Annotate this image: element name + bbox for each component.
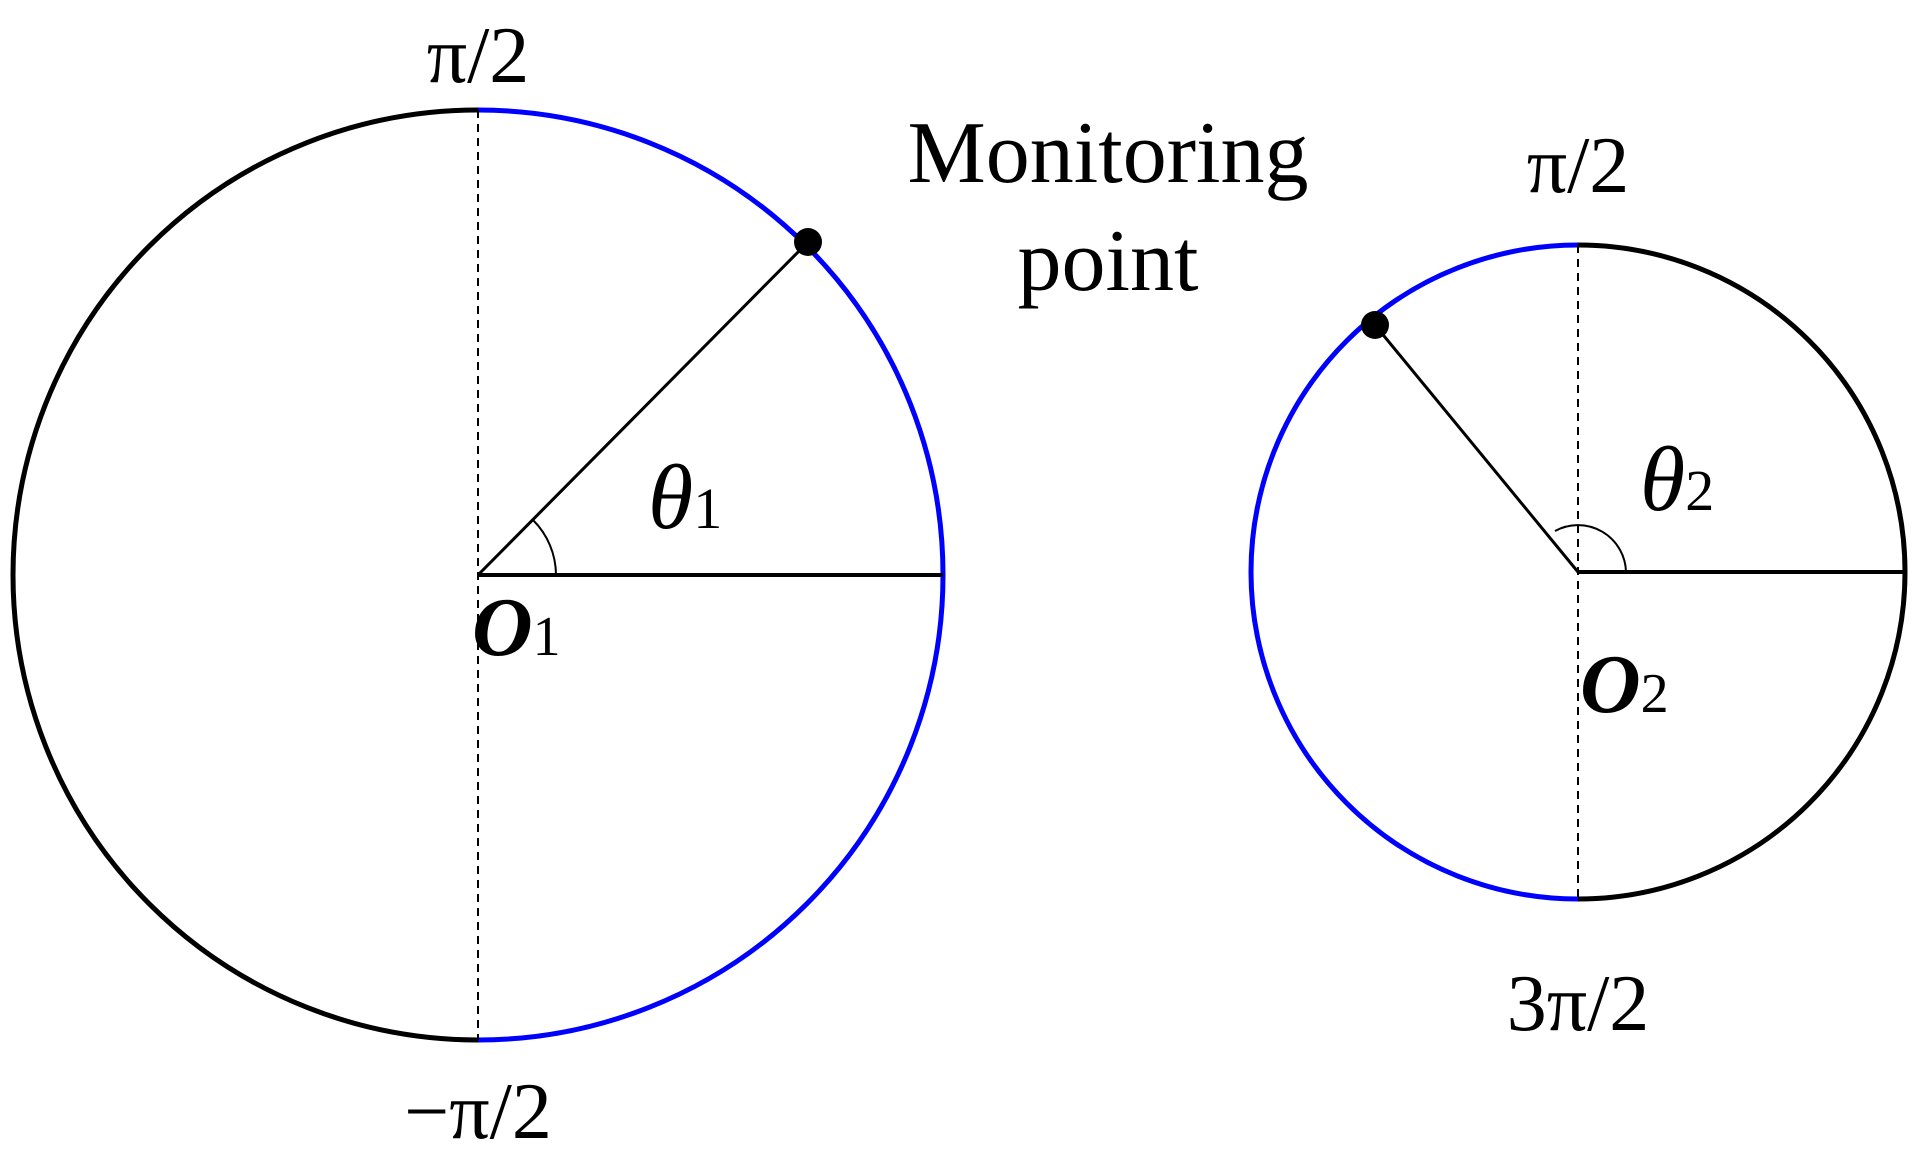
circle-2-top-label: π/2: [1527, 122, 1630, 210]
circle-1-group: π/2 −π/2 θ1 O1: [10, 12, 946, 1156]
circle-2-center-symbol: O: [1580, 638, 1641, 731]
circle-2-monitoring-radius: [1373, 324, 1580, 573]
circle-2-angle-label: θ2: [1640, 428, 1714, 530]
circle-1-monitoring-point: [794, 228, 822, 256]
circle-1-center-subscript: 1: [533, 606, 561, 668]
annotation-line-1: Monitoring: [908, 105, 1309, 202]
circle-1-left-arc: [10, 107, 479, 1043]
annotation-line-2: point: [1018, 213, 1199, 310]
circle-1-angle-arc: [532, 519, 557, 576]
circle-2-center-subscript: 2: [1641, 663, 1669, 725]
circle-2-angle-symbol: θ: [1640, 428, 1685, 530]
circle-1-center-symbol: O: [472, 581, 533, 674]
circle-2-left-arc: [1248, 242, 1579, 902]
circle-2-angle-arc: [1554, 524, 1627, 573]
circle-2-bottom-label: 3π/2: [1507, 960, 1650, 1048]
circle-1-monitoring-radius: [476, 240, 810, 577]
circle-1-angle-symbol: θ: [648, 446, 693, 548]
circle-2-group: π/2 3π/2 θ2 O2: [1248, 122, 1908, 1048]
circle-1-angle-subscript: 1: [693, 476, 722, 541]
circle-1-center-label: O1: [472, 581, 561, 674]
circle-2-angle-subscript: 2: [1685, 458, 1714, 523]
circle-2-center-label: O2: [1580, 638, 1669, 731]
circle-1-angle-label: θ1: [648, 446, 722, 548]
circle-1-top-label: π/2: [427, 12, 530, 100]
monitoring-point-annotation: Monitoring point: [908, 105, 1309, 310]
circle-1-bottom-label: −π/2: [404, 1068, 552, 1156]
circle-2-monitoring-point: [1361, 311, 1389, 339]
